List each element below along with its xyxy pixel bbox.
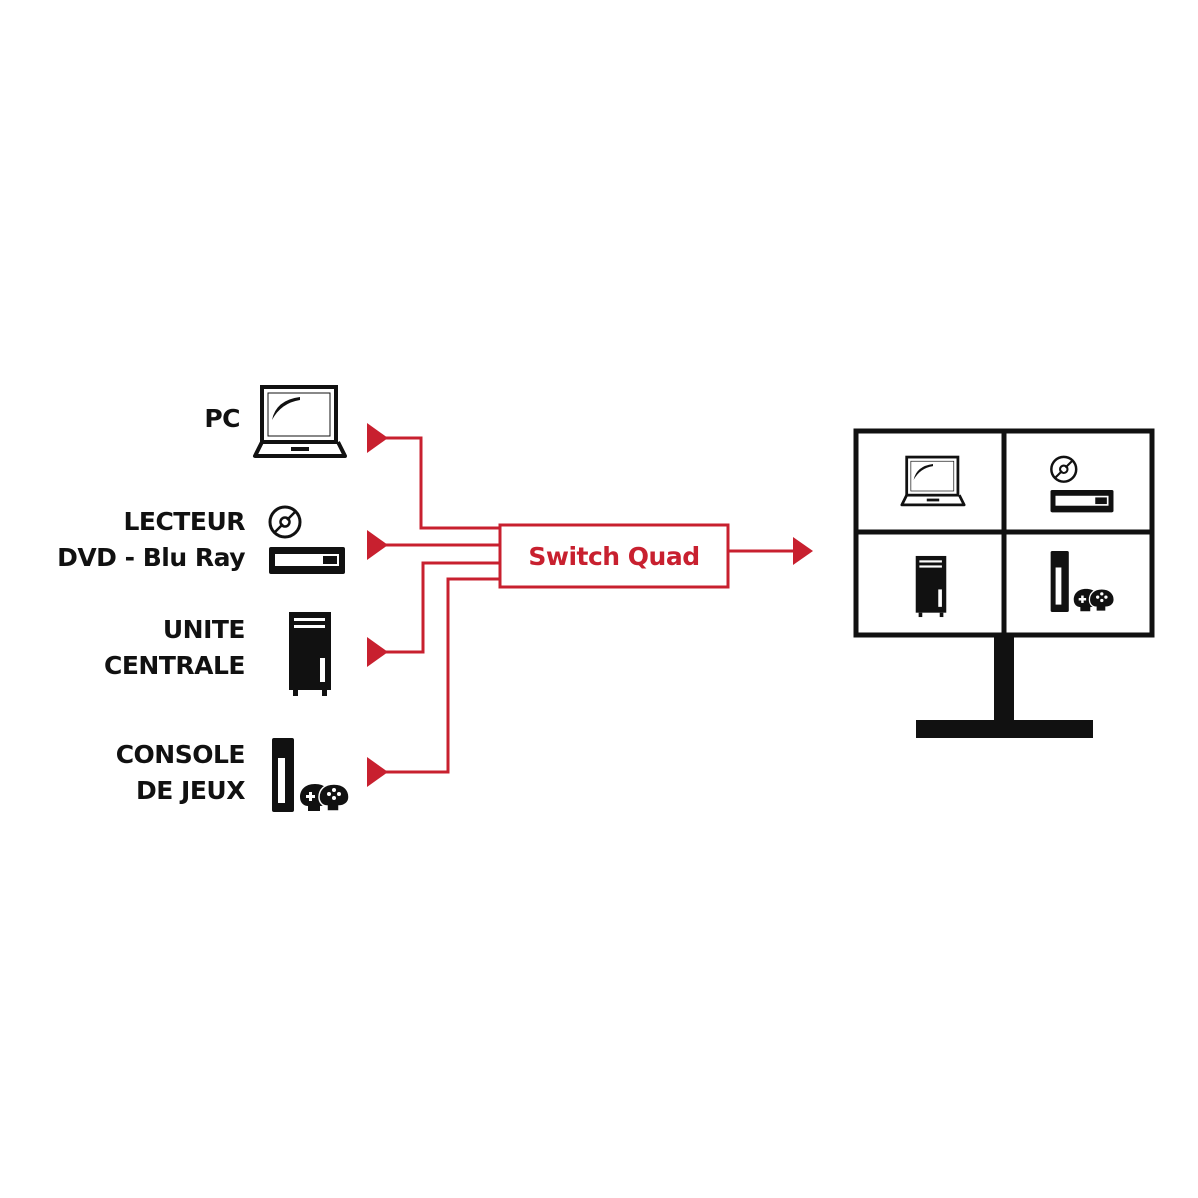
input-arrow-pc [367,423,388,453]
label-pc: PC [60,401,240,437]
label-console-line1: CONSOLE [115,740,246,769]
quadrant-game-console-icon [1050,550,1115,613]
quadrant-desktop-tower-icon [915,555,947,618]
desktop-tower-icon [289,612,331,696]
output-arrow [793,537,813,565]
label-dvd-line2: DVD - Blu Ray [57,543,245,572]
input-arrow-dvd [367,530,388,560]
label-dvd: LECTEUR DVD - Blu Ray [40,504,245,576]
wire-console [370,577,500,774]
monitor-icon [853,428,1155,738]
input-arrow-console [367,757,388,787]
wire-tower [370,561,500,654]
label-console-line2: DE JEUX [136,776,246,805]
switch-label: Switch Quad [528,541,700,571]
label-pc-line1: PC [204,404,240,433]
dvd-player-icon [267,505,347,576]
input-arrow-tower [367,637,388,667]
quadrant-dvd-player-icon [1049,455,1115,514]
label-dvd-line1: LECTEUR [123,507,245,536]
laptop-icon [253,385,347,458]
label-console: CONSOLE DE JEUX [40,737,246,809]
wire-pc [370,436,500,530]
game-console-icon [271,737,350,813]
connection-wires [370,436,797,774]
label-tower-line2: CENTRALE [103,651,246,680]
label-tower-line1: UNITE [162,615,246,644]
quadrant-laptop-icon [900,455,966,507]
label-tower: UNITE CENTRALE [40,612,246,684]
switch-box [498,523,730,589]
